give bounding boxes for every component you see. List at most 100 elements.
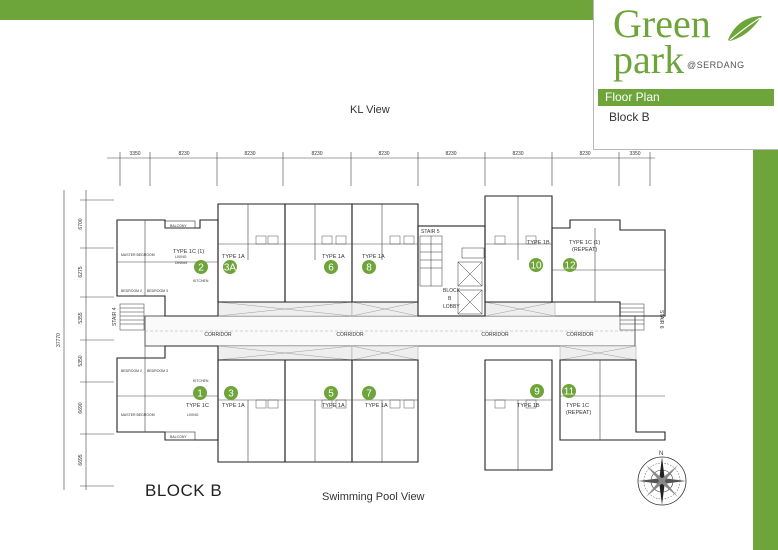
top-unit-badges: 2 3A 6 8 10 12: [194, 258, 577, 274]
svg-text:11: 11: [564, 387, 575, 398]
room-label: LIVING: [175, 255, 187, 259]
corridor: [144, 315, 636, 347]
dim-label-overall: 37770: [56, 333, 62, 347]
compass-north: N: [659, 451, 663, 457]
top-unit-types: TYPE 1C (1) TYPE 1A TYPE 1A TYPE 1A TYPE…: [173, 240, 600, 260]
unit-type-label: TYPE 1C (1): [173, 249, 204, 255]
dim-label: 8230: [445, 151, 456, 157]
dim-label: 8230: [178, 151, 189, 157]
block-title: BLOCK B: [145, 481, 223, 500]
unit-type-label: TYPE 1A: [322, 403, 345, 409]
top-row-units: [116, 195, 666, 317]
unit-type-label: TYPE 1A: [222, 403, 245, 409]
brand-logo-word-park: park: [613, 37, 685, 82]
unit-type-label: TYPE 1B: [527, 240, 550, 246]
brand-logo-word-green: Green: [613, 1, 711, 46]
unit-badge: 5: [324, 386, 338, 400]
unit-type-label: TYPE 1A: [322, 254, 345, 260]
compass-icon: N: [637, 451, 687, 506]
unit-badge: 1: [193, 386, 207, 400]
unit-badge: 2: [194, 260, 208, 274]
room-label: BEDROOM 3: [147, 369, 168, 373]
dim-label: 8230: [311, 151, 322, 157]
room-label: BEDROOM 2: [121, 369, 142, 373]
room-labels: BALCONY BALCONY MASTER BEDROOM BEDROOM 2…: [121, 224, 209, 439]
corridor-label: CORRIDOR: [204, 332, 232, 338]
stair-center: [419, 235, 443, 287]
lobby-label: LOBBY: [443, 304, 460, 310]
stair-left-label: STAIR 4: [112, 307, 118, 326]
unit-badge: 11: [562, 384, 576, 398]
dim-label: 3350: [629, 151, 640, 157]
svg-text:6: 6: [328, 263, 334, 274]
corridor-label: CORRIDOR: [336, 332, 364, 338]
dim-label: 6275: [78, 266, 84, 277]
stair-right-label: STAIR 6: [658, 310, 664, 329]
corridor-label: CORRIDOR: [481, 332, 509, 338]
view-label-top: KL View: [350, 104, 390, 116]
stair-right: [619, 303, 645, 331]
unit-badge: 10: [529, 258, 543, 272]
stair-labels: STAIR 4 STAIR 6 STAIR 5 BLOCK B LOBBY: [112, 229, 664, 329]
room-label: KITCHEN: [193, 379, 209, 383]
left-dimension-line: [63, 190, 114, 490]
unit-sub-label: (REPEAT): [566, 410, 591, 416]
unit-badge: 3A: [223, 260, 237, 274]
lift-core: [457, 247, 485, 315]
unit-badge: 12: [563, 258, 577, 272]
svg-text:2: 2: [198, 263, 204, 274]
room-label: BALCONY: [170, 224, 187, 228]
unit-badge: 7: [362, 386, 376, 400]
hatched-walkways: [217, 301, 637, 361]
stair-center-label: STAIR 5: [421, 229, 440, 235]
stair-left: [119, 303, 145, 331]
unit-type-label: TYPE 1A: [365, 403, 388, 409]
dim-label: 3350: [129, 151, 140, 157]
left-dimension-labels: 6700 6275 5355 5350 6690 6695 37770: [56, 218, 84, 465]
dim-label: 8230: [579, 151, 590, 157]
dim-label: 8230: [378, 151, 389, 157]
corridor-labels: CORRIDOR CORRIDOR CORRIDOR CORRIDOR: [204, 332, 594, 338]
bottom-row-units: [116, 345, 666, 471]
room-label: DINING: [175, 261, 188, 265]
top-dimension-labels: 3350 8230 8230 8230 8230 8230 8230 8230 …: [129, 151, 640, 157]
corridor-label: CORRIDOR: [566, 332, 594, 338]
unit-badge: 3: [224, 386, 238, 400]
bottom-unit-badges: 1 3 5 7 9 11: [193, 384, 576, 400]
bathroom-fixtures: [255, 235, 537, 409]
svg-text:3A: 3A: [224, 263, 237, 274]
unit-badge: 9: [530, 384, 544, 398]
unit-sub-label: (REPEAT): [572, 247, 597, 253]
top-dimension-line: [107, 152, 655, 186]
brand-location: @SERDANG: [687, 60, 745, 70]
svg-text:10: 10: [530, 261, 542, 272]
unit-type-label: TYPE 1B: [517, 403, 540, 409]
unit-badge: 6: [324, 260, 338, 274]
svg-text:5: 5: [328, 389, 334, 400]
unit-type-label: TYPE 1C: [566, 403, 589, 409]
lobby-label: B: [448, 296, 452, 302]
room-label: BEDROOM 2: [121, 289, 142, 293]
view-label-bottom: Swimming Pool View: [322, 491, 425, 503]
dim-label: 5350: [78, 355, 84, 366]
unit-type-label: TYPE 1C (1): [569, 240, 600, 246]
unit-type-label: TYPE 1A: [222, 254, 245, 260]
dim-label: 6695: [78, 454, 84, 465]
room-label: MASTER BEDROOM: [121, 413, 155, 417]
svg-text:12: 12: [564, 261, 576, 272]
svg-text:9: 9: [534, 387, 540, 398]
side-accent-bar: [753, 150, 778, 550]
floor-plan-banner: Floor Plan: [598, 89, 774, 106]
leaf-icon: [728, 16, 762, 41]
block-label: Block B: [609, 110, 650, 124]
svg-text:7: 7: [366, 389, 372, 400]
room-label: MASTER BEDROOM: [121, 253, 155, 257]
floor-plan-label: Floor Plan: [605, 90, 660, 104]
svg-text:3: 3: [228, 389, 234, 400]
unit-type-label: TYPE 1C: [186, 403, 209, 409]
room-label: BALCONY: [170, 435, 187, 439]
room-label: LIVING: [187, 413, 199, 417]
dim-label: 8230: [244, 151, 255, 157]
unit-type-label: TYPE 1A: [362, 254, 385, 260]
dim-label: 6700: [78, 218, 84, 229]
